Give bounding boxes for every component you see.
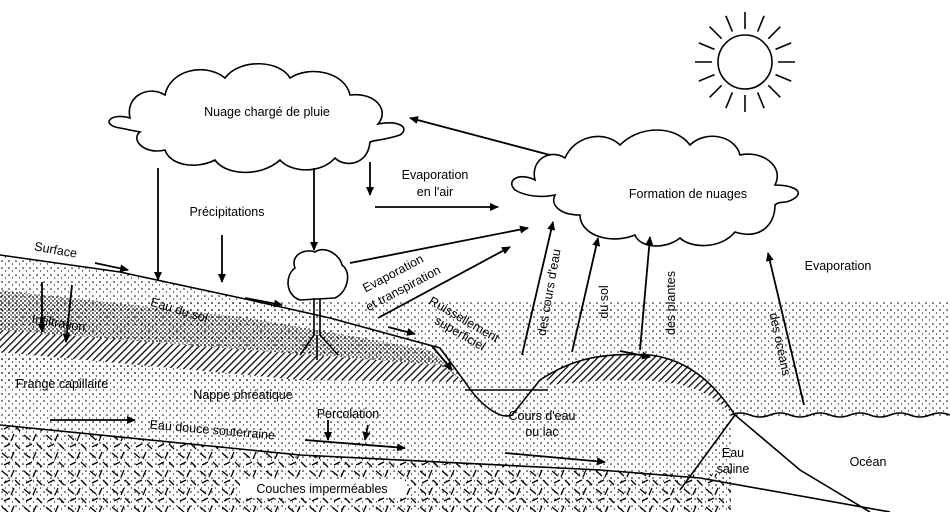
label-rain-cloud: Nuage chargé de pluie (204, 105, 330, 119)
sun-ray (756, 15, 765, 32)
label-percolation: Percolation (317, 407, 380, 421)
label-capillary-fringe: Frange capillaire (16, 377, 108, 391)
label-surface: Surface (33, 239, 78, 260)
sun-ray (725, 92, 734, 109)
label-from-soil: du sol (597, 285, 611, 318)
tree-icon (287, 248, 349, 360)
label-saline-2: saline (717, 462, 750, 476)
label-evap-air-1: Evaporation (402, 168, 469, 182)
label-stream-2: ou lac (525, 425, 558, 439)
sun-ray (775, 42, 792, 51)
label-stream-1: Cours d'eau (508, 409, 575, 423)
sun-ray (767, 84, 781, 98)
label-evaporation: Evaporation (805, 259, 872, 273)
label-water-table: Nappe phréatique (193, 388, 292, 402)
label-evap-air-2: en l'air (417, 185, 453, 199)
sun-ray (775, 73, 792, 82)
labels: Nuage chargé de pluie Précipitations Eva… (16, 105, 887, 496)
sun-ray (698, 73, 715, 82)
flow-arrows (38, 116, 805, 466)
sun-ray (709, 84, 723, 98)
rain-cloud (108, 62, 405, 174)
formation-cloud (511, 129, 800, 247)
label-from-plants: des plantes (664, 271, 678, 335)
label-cloud-formation: Formation de nuages (629, 187, 747, 201)
sea-surface (730, 412, 950, 418)
ground-cross-section (0, 254, 950, 512)
label-impermeable: Couches imperméables (256, 482, 387, 496)
label-saline-1: Eau (722, 446, 744, 460)
sun-icon (695, 12, 795, 112)
sun-ray (767, 26, 781, 40)
sun-ray (698, 42, 715, 51)
label-precipitations: Précipitations (189, 205, 264, 219)
sun-ray (756, 92, 765, 109)
sun-ray (709, 26, 723, 40)
sun-ray (725, 15, 734, 32)
label-ocean: Océan (850, 455, 887, 469)
